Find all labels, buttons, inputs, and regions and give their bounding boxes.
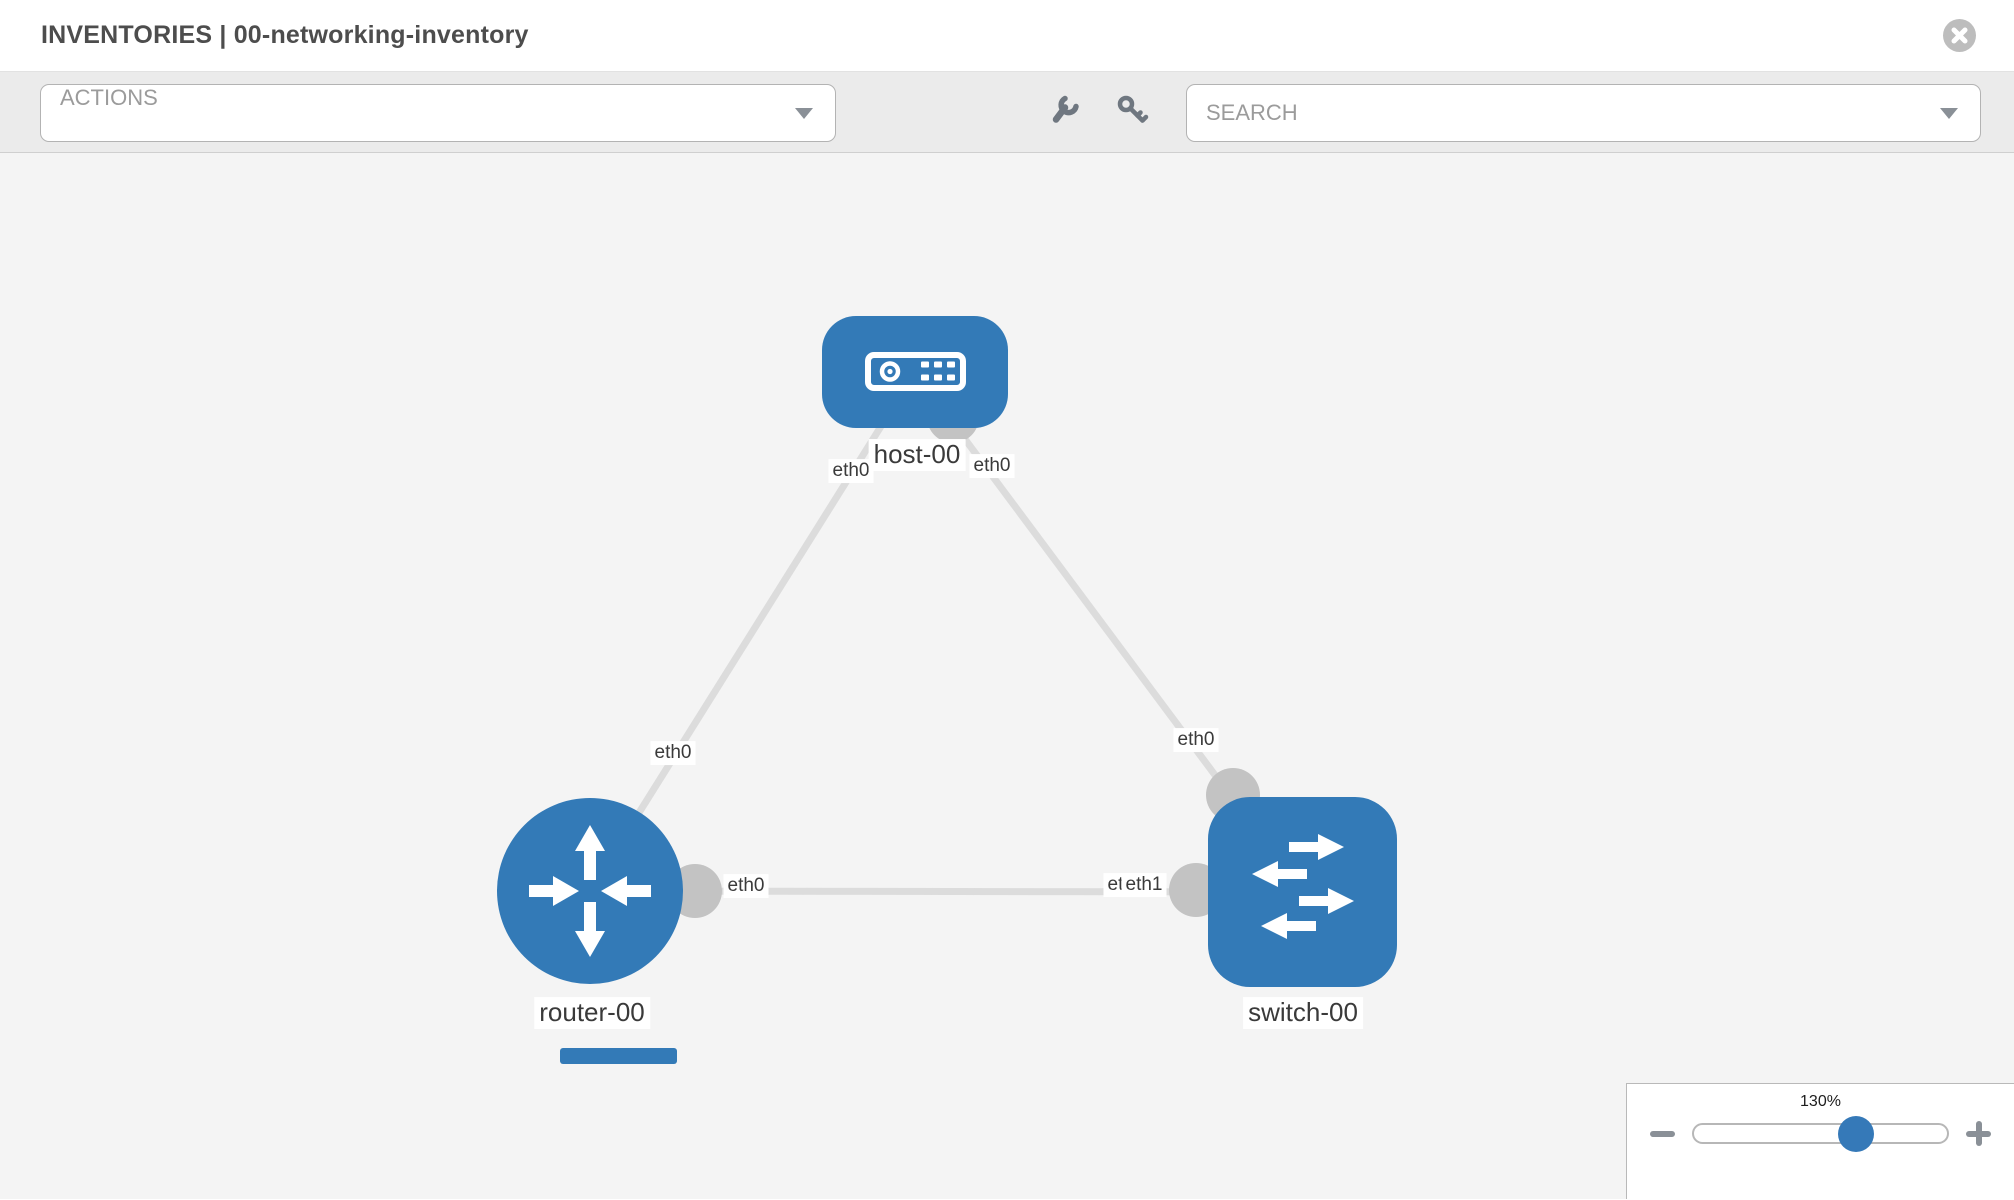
- close-icon: [1950, 26, 1969, 45]
- switch-icon: [1252, 834, 1354, 939]
- toolbar: ACTIONS: [0, 72, 2014, 153]
- link-host-router[interactable]: [587, 370, 918, 893]
- host-icon: [865, 352, 966, 391]
- zoom-panel: 130%: [1626, 1083, 2014, 1199]
- interface-label: eth0: [723, 874, 769, 898]
- chevron-down-icon: [1940, 107, 1958, 119]
- wrench-icon: [1050, 94, 1084, 133]
- topology-canvas[interactable]: eth0 host-00 eth0 eth0 eth0 eth0 eth0 et…: [0, 153, 2014, 1199]
- node-label-router: router-00: [534, 997, 650, 1029]
- router-node-shape[interactable]: [497, 798, 683, 984]
- chevron-down-icon: [795, 107, 813, 119]
- host-node-shape[interactable]: [822, 316, 1008, 428]
- close-button[interactable]: [1943, 19, 1976, 52]
- zoom-slider-thumb[interactable]: [1837, 1115, 1874, 1152]
- key-icon: [1115, 93, 1151, 134]
- switch-node-shape[interactable]: [1208, 797, 1397, 987]
- node-switch-00[interactable]: [1208, 797, 1397, 987]
- interface-label: eth1: [1121, 873, 1167, 897]
- node-label-switch: switch-00: [1243, 997, 1363, 1029]
- topology-svg: [497, 316, 1397, 1064]
- credentials-button[interactable]: [1114, 94, 1152, 132]
- actions-dropdown[interactable]: ACTIONS: [40, 84, 836, 142]
- zoom-out-button[interactable]: [1649, 1120, 1676, 1147]
- zoom-level: 130%: [1800, 1093, 1841, 1110]
- interface-label: eth0: [650, 741, 696, 765]
- offscreen-node-fragment: [560, 1048, 677, 1064]
- zoom-in-button[interactable]: [1965, 1120, 1992, 1147]
- interface-label: eth0: [828, 459, 874, 483]
- tools-button[interactable]: [1048, 94, 1086, 132]
- page-title: INVENTORIES | 00-networking-inventory: [41, 21, 529, 49]
- router-icon: [529, 825, 651, 957]
- interface-label: eth0: [969, 454, 1015, 478]
- actions-dropdown-label: ACTIONS: [60, 85, 158, 110]
- node-host-00[interactable]: [822, 316, 1008, 428]
- interface-label: eth0: [1173, 728, 1219, 752]
- node-label-host: host-00: [868, 439, 966, 471]
- search-dropdown[interactable]: [1186, 84, 1981, 142]
- zoom-slider-track[interactable]: [1692, 1115, 1949, 1152]
- search-input[interactable]: [1187, 85, 1940, 141]
- panel-header: INVENTORIES | 00-networking-inventory: [0, 0, 2014, 72]
- node-router-00[interactable]: [497, 798, 683, 984]
- minus-icon: [1650, 1131, 1675, 1137]
